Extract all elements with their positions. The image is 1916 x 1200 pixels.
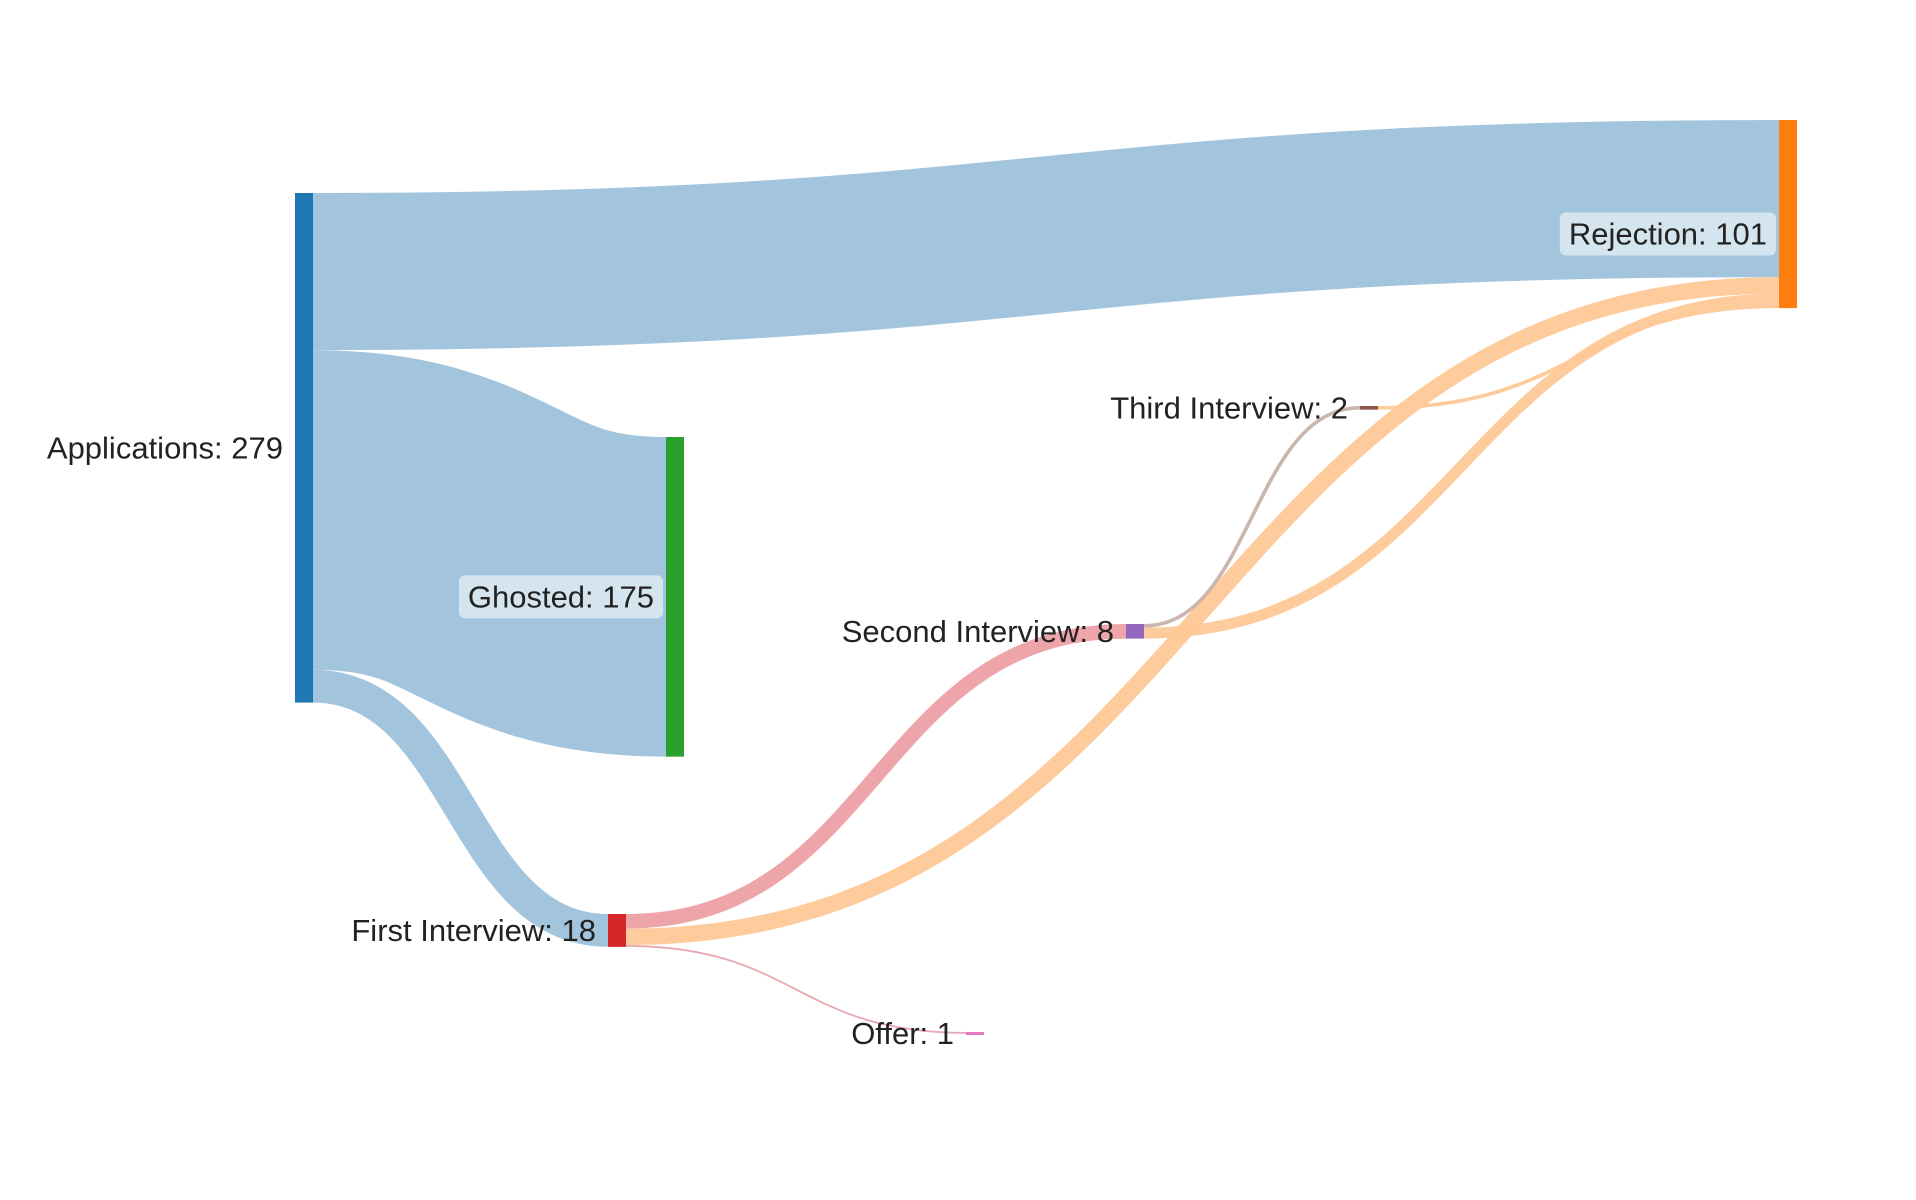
node-first: [608, 914, 626, 947]
sankey-nodes: [295, 120, 1797, 1035]
node-second: [1126, 624, 1144, 639]
link-first-to-rejection: [625, 277, 1780, 946]
node-label-rejection: Rejection: 101: [1569, 217, 1767, 252]
node-offer: [966, 1032, 984, 1035]
link-first-to-offer: [625, 945, 967, 1034]
link-third-to-rejection: [1377, 304, 1780, 410]
node-rejection: [1779, 120, 1797, 309]
node-label-third: Third Interview: 2: [1110, 390, 1348, 425]
link-second-to-third: [1143, 406, 1361, 628]
node-applications: [295, 193, 313, 703]
node-label-applications: Applications: 279: [47, 430, 283, 465]
node-label-first: First Interview: 18: [351, 913, 596, 948]
node-ghosted: [666, 437, 684, 757]
link-applications-to-rejection: [312, 120, 1780, 351]
node-label-ghosted: Ghosted: 175: [468, 579, 654, 614]
node-third: [1360, 406, 1378, 410]
link-applications-to-first: [312, 669, 609, 947]
link-first-to-second: [625, 624, 1127, 929]
node-label-offer: Offer: 1: [851, 1016, 954, 1051]
node-label-bg-ghosted: [458, 575, 663, 619]
link-second-to-rejection: [1143, 293, 1780, 639]
node-label-bg-rejection: [1559, 212, 1776, 256]
node-label-second: Second Interview: 8: [842, 614, 1114, 649]
